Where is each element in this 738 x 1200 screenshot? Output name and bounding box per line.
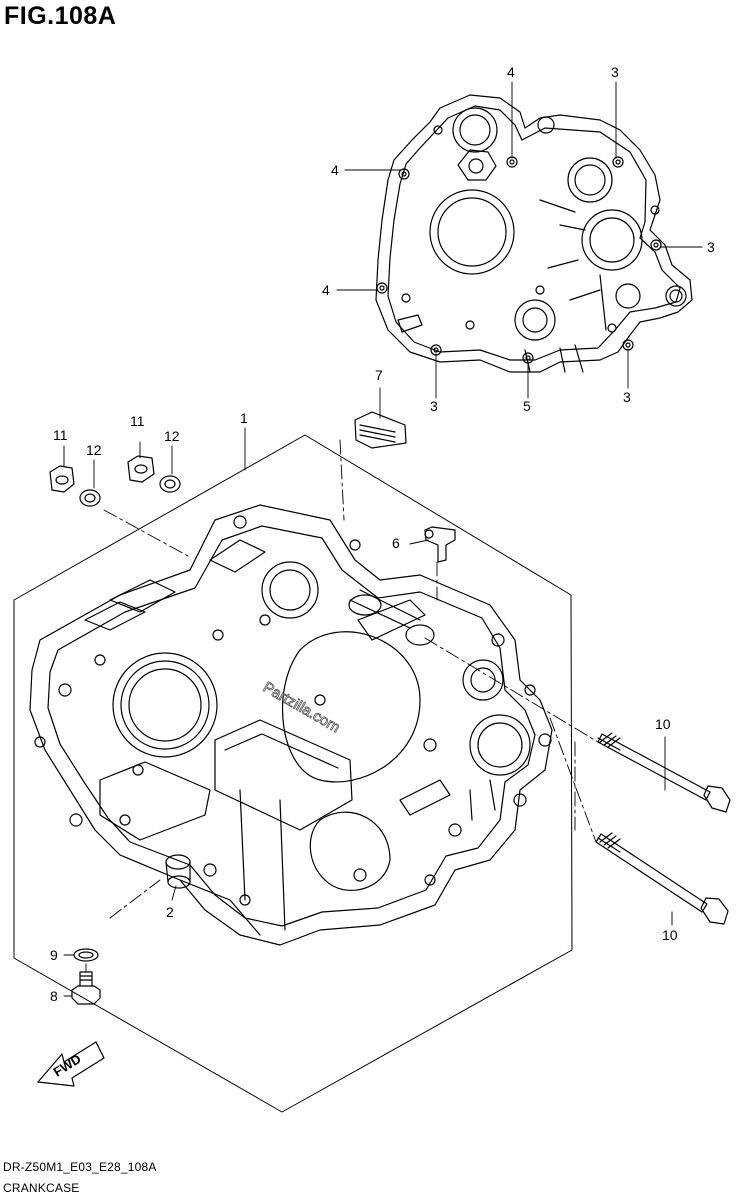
callout-9: 9 — [50, 947, 58, 963]
watermark: Partzilla.com — [260, 679, 343, 737]
model-code: DR-Z50M1_E03_E28_108A — [3, 1160, 157, 1174]
callout-11-right: 11 — [130, 413, 145, 429]
callout-10-upper: 10 — [655, 716, 671, 732]
bolt-10-lower — [595, 832, 729, 925]
callout-3-top: 3 — [611, 64, 619, 80]
callout-8: 8 — [50, 988, 58, 1004]
callout-4-top: 4 — [507, 64, 515, 80]
callout-6: 6 — [392, 535, 400, 551]
callout-3-bottom-right: 3 — [623, 389, 631, 405]
part-6-fitting — [424, 526, 456, 563]
leaders-lower — [63, 387, 673, 997]
fwd-arrow-icon — [37, 1041, 105, 1087]
assembly-outline-box — [13, 434, 573, 1113]
callout-3-bottom-left: 3 — [430, 398, 438, 414]
crankcase-right-half — [375, 94, 693, 373]
figure-title: FIG.108A — [4, 2, 117, 30]
nut-11-right — [127, 455, 155, 483]
callout-12-left: 12 — [86, 442, 102, 458]
leaders-upper — [336, 81, 703, 399]
callout-numbers: 4 3 4 3 4 3 5 3 7 1 11 12 11 12 6 10 10 … — [50, 64, 715, 1004]
washer-12-left — [79, 489, 101, 507]
callout-3-right: 3 — [707, 239, 715, 255]
callout-1: 1 — [240, 410, 248, 426]
crankcase-assembly — [29, 504, 553, 946]
callout-12-right: 12 — [164, 428, 180, 444]
callout-7: 7 — [375, 367, 383, 383]
washer-9 — [73, 948, 99, 962]
washer-12-right — [159, 475, 181, 493]
part-7-seal — [354, 411, 407, 449]
callout-10-lower: 10 — [662, 927, 678, 943]
callout-5: 5 — [523, 398, 531, 414]
part-name: CRANKCASE — [3, 1181, 80, 1195]
callout-4-left: 4 — [331, 162, 339, 178]
bolt-10-upper — [597, 732, 731, 813]
callout-2: 2 — [166, 904, 174, 920]
nut-11-left — [49, 465, 75, 493]
dowel-pin-2 — [165, 854, 191, 889]
callout-11-left: 11 — [53, 427, 68, 443]
callout-4-lower-left: 4 — [322, 282, 330, 298]
dashed-centerlines — [85, 439, 599, 973]
